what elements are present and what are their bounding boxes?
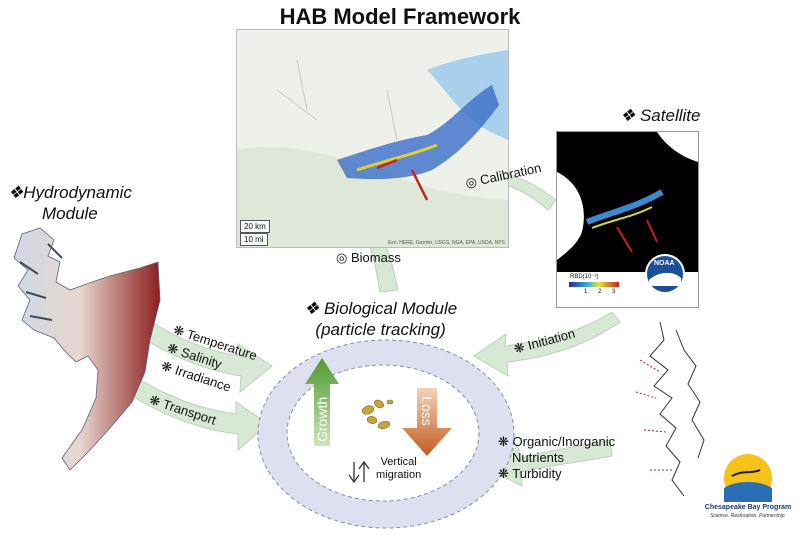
- nutrients-arrow: [485, 439, 613, 487]
- hydro-title-line2: Module: [42, 204, 98, 223]
- loss-arrow: [402, 388, 452, 456]
- map-graphics: [237, 30, 508, 247]
- nutrients-label: ❋ Organic/Inorganic Nutrients ❋ Turbidit…: [498, 434, 616, 481]
- satellite-image: RBD(10⁻³) 1 2 3 NOAA: [556, 131, 699, 308]
- satellite-title: ❖ Satellite: [620, 106, 701, 125]
- hydro-arrow-1: [139, 319, 273, 394]
- growth-label: Growth: [314, 396, 330, 442]
- map-scale-mi: 10 mi: [240, 233, 268, 246]
- hydro-title-line1: Hydrodynamic: [23, 183, 132, 202]
- colorbar-tick-2: 2: [598, 289, 602, 295]
- vertical-migration-icon: [348, 460, 370, 484]
- diagram-title: HAB Model Framework: [279, 4, 521, 29]
- vertical-migration-label: Vertical migration: [376, 456, 421, 482]
- colorbar-label: RBD(10⁻³): [570, 274, 599, 280]
- cbp-name: Chesapeake Bay Program: [704, 504, 792, 511]
- cbp-logo-icon: [724, 454, 772, 502]
- hydro-title: ❖Hydrodynamic Module: [8, 183, 132, 223]
- map-scale-km: 20 km: [240, 220, 270, 233]
- biomass-text: Biomass: [350, 250, 401, 265]
- nutrients-text-2: Nutrients: [512, 450, 565, 465]
- cbp-tagline: Science. Restoration. Partnership.: [710, 513, 786, 519]
- biomass-label: ◎ Biomass: [336, 250, 401, 265]
- algae-cells-icon: [361, 399, 394, 430]
- nutrients-text-1: Organic/Inorganic: [512, 434, 616, 449]
- turbidity-text: Turbidity: [512, 466, 562, 481]
- hydro-arrow-2: [131, 379, 269, 452]
- colorbar-tick-1: 1: [584, 289, 588, 295]
- bio-title: ❖ Biological Module (particle tracking): [304, 299, 458, 339]
- map-attribution: Esri, HERE, Garmin, USGS, NGA, EPA, USDA…: [387, 240, 505, 246]
- hydro-model-image: [13, 227, 161, 471]
- initiation-arrow: [473, 311, 621, 377]
- vertical-text-1: Vertical: [380, 456, 417, 468]
- satellite-title-text: Satellite: [639, 106, 701, 125]
- hab-map-image: 20 km 10 mi Esri, HERE, Garmin, USGS, NG…: [236, 29, 509, 248]
- noaa-logo-label: NOAA: [654, 260, 675, 267]
- bio-title-line1: Biological Module: [323, 299, 458, 318]
- loss-label: Loss: [419, 396, 435, 426]
- bay-outline-map: [635, 321, 705, 497]
- colorbar-tick-3: 3: [612, 289, 616, 295]
- vertical-text-2: migration: [376, 469, 422, 481]
- satellite-graphics: [557, 132, 698, 307]
- growth-arrow: [305, 358, 339, 446]
- bio-title-line2: (particle tracking): [315, 320, 446, 339]
